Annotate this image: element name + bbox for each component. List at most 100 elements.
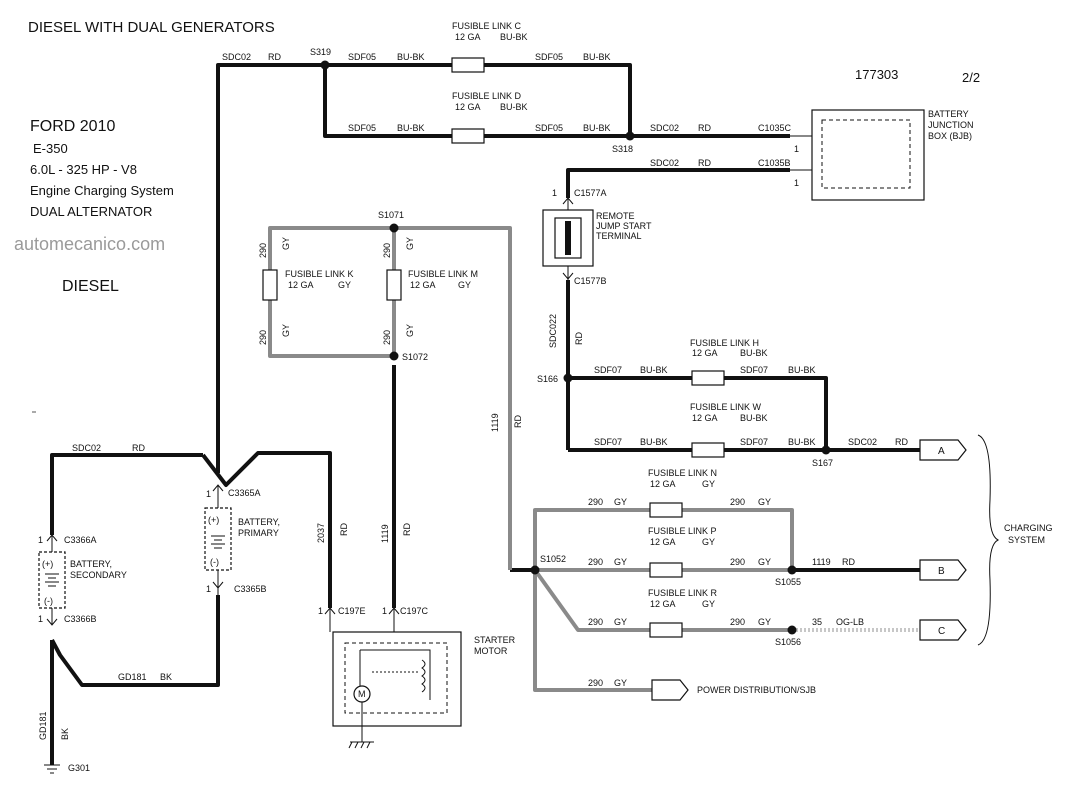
label-s1055: S1055 (775, 577, 801, 587)
wires-gray (268, 226, 794, 692)
svg-text:1119: 1119 (380, 524, 390, 543)
svg-text:C1035B: C1035B (758, 158, 791, 168)
svg-text:BOX (BJB): BOX (BJB) (928, 131, 972, 141)
svg-text:BU-BK: BU-BK (500, 32, 528, 42)
svg-text:SDF05: SDF05 (535, 123, 563, 133)
svg-text:SDC02: SDC02 (650, 123, 679, 133)
svg-text:290: 290 (730, 497, 745, 507)
svg-text:BU-BK: BU-BK (740, 348, 768, 358)
svg-text:FUSIBLE LINK K: FUSIBLE LINK K (285, 269, 354, 279)
fusible-links (262, 57, 725, 638)
svg-text:GY: GY (405, 237, 415, 250)
label-s1071: S1071 (378, 210, 404, 220)
svg-text:M: M (358, 689, 366, 699)
fusible-link-m (386, 269, 402, 301)
svg-text:RD: RD (698, 123, 711, 133)
svg-text:FUSIBLE LINK M: FUSIBLE LINK M (408, 269, 478, 279)
svg-text:GY: GY (614, 557, 627, 567)
svg-text:C1577A: C1577A (574, 188, 607, 198)
battery-secondary (38, 534, 66, 626)
svg-text:BU-BK: BU-BK (788, 365, 816, 375)
svg-text:1: 1 (38, 535, 43, 545)
svg-text:C3365A: C3365A (228, 488, 261, 498)
svg-text:1: 1 (382, 606, 387, 616)
svg-text:1: 1 (794, 178, 799, 188)
svg-text:RD: RD (574, 332, 584, 345)
svg-text:C3366A: C3366A (64, 535, 97, 545)
svg-text:BU-BK: BU-BK (640, 437, 668, 447)
fusible-link-k (262, 269, 278, 301)
svg-text:GD181: GD181 (38, 711, 48, 740)
svg-text:BU-BK: BU-BK (397, 123, 425, 133)
splice-s167 (821, 445, 831, 455)
svg-text:12 GA: 12 GA (650, 537, 676, 547)
label-s1072: S1072 (402, 352, 428, 362)
fusible-link-d (451, 128, 485, 144)
svg-text:BATTERY: BATTERY (928, 109, 969, 119)
svg-text:RD: RD (132, 443, 145, 453)
splice-s1071 (389, 223, 399, 233)
svg-text:SDF07: SDF07 (740, 365, 768, 375)
output-tag-c (919, 619, 967, 641)
svg-text:SDC02: SDC02 (848, 437, 877, 447)
svg-text:12 GA: 12 GA (650, 479, 676, 489)
label-s318: S318 (612, 144, 633, 154)
svg-text:GY: GY (338, 280, 351, 290)
svg-text:SDF05: SDF05 (348, 123, 376, 133)
starter-motor (324, 607, 462, 749)
svg-text:FUSIBLE LINK H: FUSIBLE LINK H (690, 338, 759, 348)
svg-text:C1577B: C1577B (574, 276, 607, 286)
svg-text:BK: BK (160, 672, 172, 682)
alternator-type: DUAL ALTERNATOR (30, 204, 152, 219)
svg-text:GY: GY (281, 237, 291, 250)
fusible-link-r (649, 622, 683, 638)
svg-text:1: 1 (794, 144, 799, 154)
engine-spec: 6.0L - 325 HP - V8 (30, 162, 137, 177)
svg-text:RD: RD (698, 158, 711, 168)
svg-text:OG-LB: OG-LB (836, 617, 864, 627)
svg-text:RD: RD (895, 437, 908, 447)
fusible-link-c (451, 57, 485, 73)
svg-text:C: C (938, 626, 945, 637)
system-name: Engine Charging System (30, 183, 174, 198)
splice-s319 (320, 60, 330, 70)
svg-text:1: 1 (318, 606, 323, 616)
svg-text:RD: RD (402, 523, 412, 536)
splice-s1052 (530, 565, 540, 575)
svg-text:GY: GY (614, 617, 627, 627)
svg-text:SECONDARY: SECONDARY (70, 570, 127, 580)
svg-text:2037: 2037 (316, 523, 326, 543)
svg-text:12 GA: 12 GA (692, 348, 718, 358)
fusible-link-n (649, 502, 683, 518)
svg-text:12 GA: 12 GA (288, 280, 314, 290)
vehicle-make: FORD 2010 (30, 118, 115, 135)
svg-text:BU-BK: BU-BK (740, 413, 768, 423)
svg-text:FUSIBLE LINK R: FUSIBLE LINK R (648, 588, 718, 598)
svg-text:FUSIBLE LINK W: FUSIBLE LINK W (690, 402, 762, 412)
svg-text:290: 290 (588, 557, 603, 567)
svg-text:12 GA: 12 GA (410, 280, 436, 290)
output-tag-b (919, 559, 967, 581)
svg-text:SDC02: SDC02 (222, 52, 251, 62)
fusible-link-p (649, 562, 683, 578)
svg-text:GY: GY (702, 599, 715, 609)
diagram-title: DIESEL WITH DUAL GENERATORS (28, 19, 275, 36)
svg-text:C3366B: C3366B (64, 614, 97, 624)
svg-text:35: 35 (812, 617, 822, 627)
svg-text:POWER DISTRIBUTION/SJB: POWER DISTRIBUTION/SJB (697, 685, 816, 695)
svg-text:290: 290 (382, 330, 392, 345)
svg-text:12 GA: 12 GA (692, 413, 718, 423)
svg-text:290: 290 (588, 678, 603, 688)
svg-text:12 GA: 12 GA (650, 599, 676, 609)
svg-text:SDF07: SDF07 (594, 365, 622, 375)
svg-text:B: B (938, 566, 945, 577)
svg-text:REMOTE: REMOTE (596, 211, 635, 221)
svg-text:BU-BK: BU-BK (500, 102, 528, 112)
svg-text:GY: GY (614, 497, 627, 507)
battery-primary (204, 484, 232, 595)
svg-text:MOTOR: MOTOR (474, 646, 508, 656)
svg-text:290: 290 (588, 497, 603, 507)
fuel-type: DIESEL (62, 278, 119, 295)
svg-text:12 GA: 12 GA (455, 102, 481, 112)
